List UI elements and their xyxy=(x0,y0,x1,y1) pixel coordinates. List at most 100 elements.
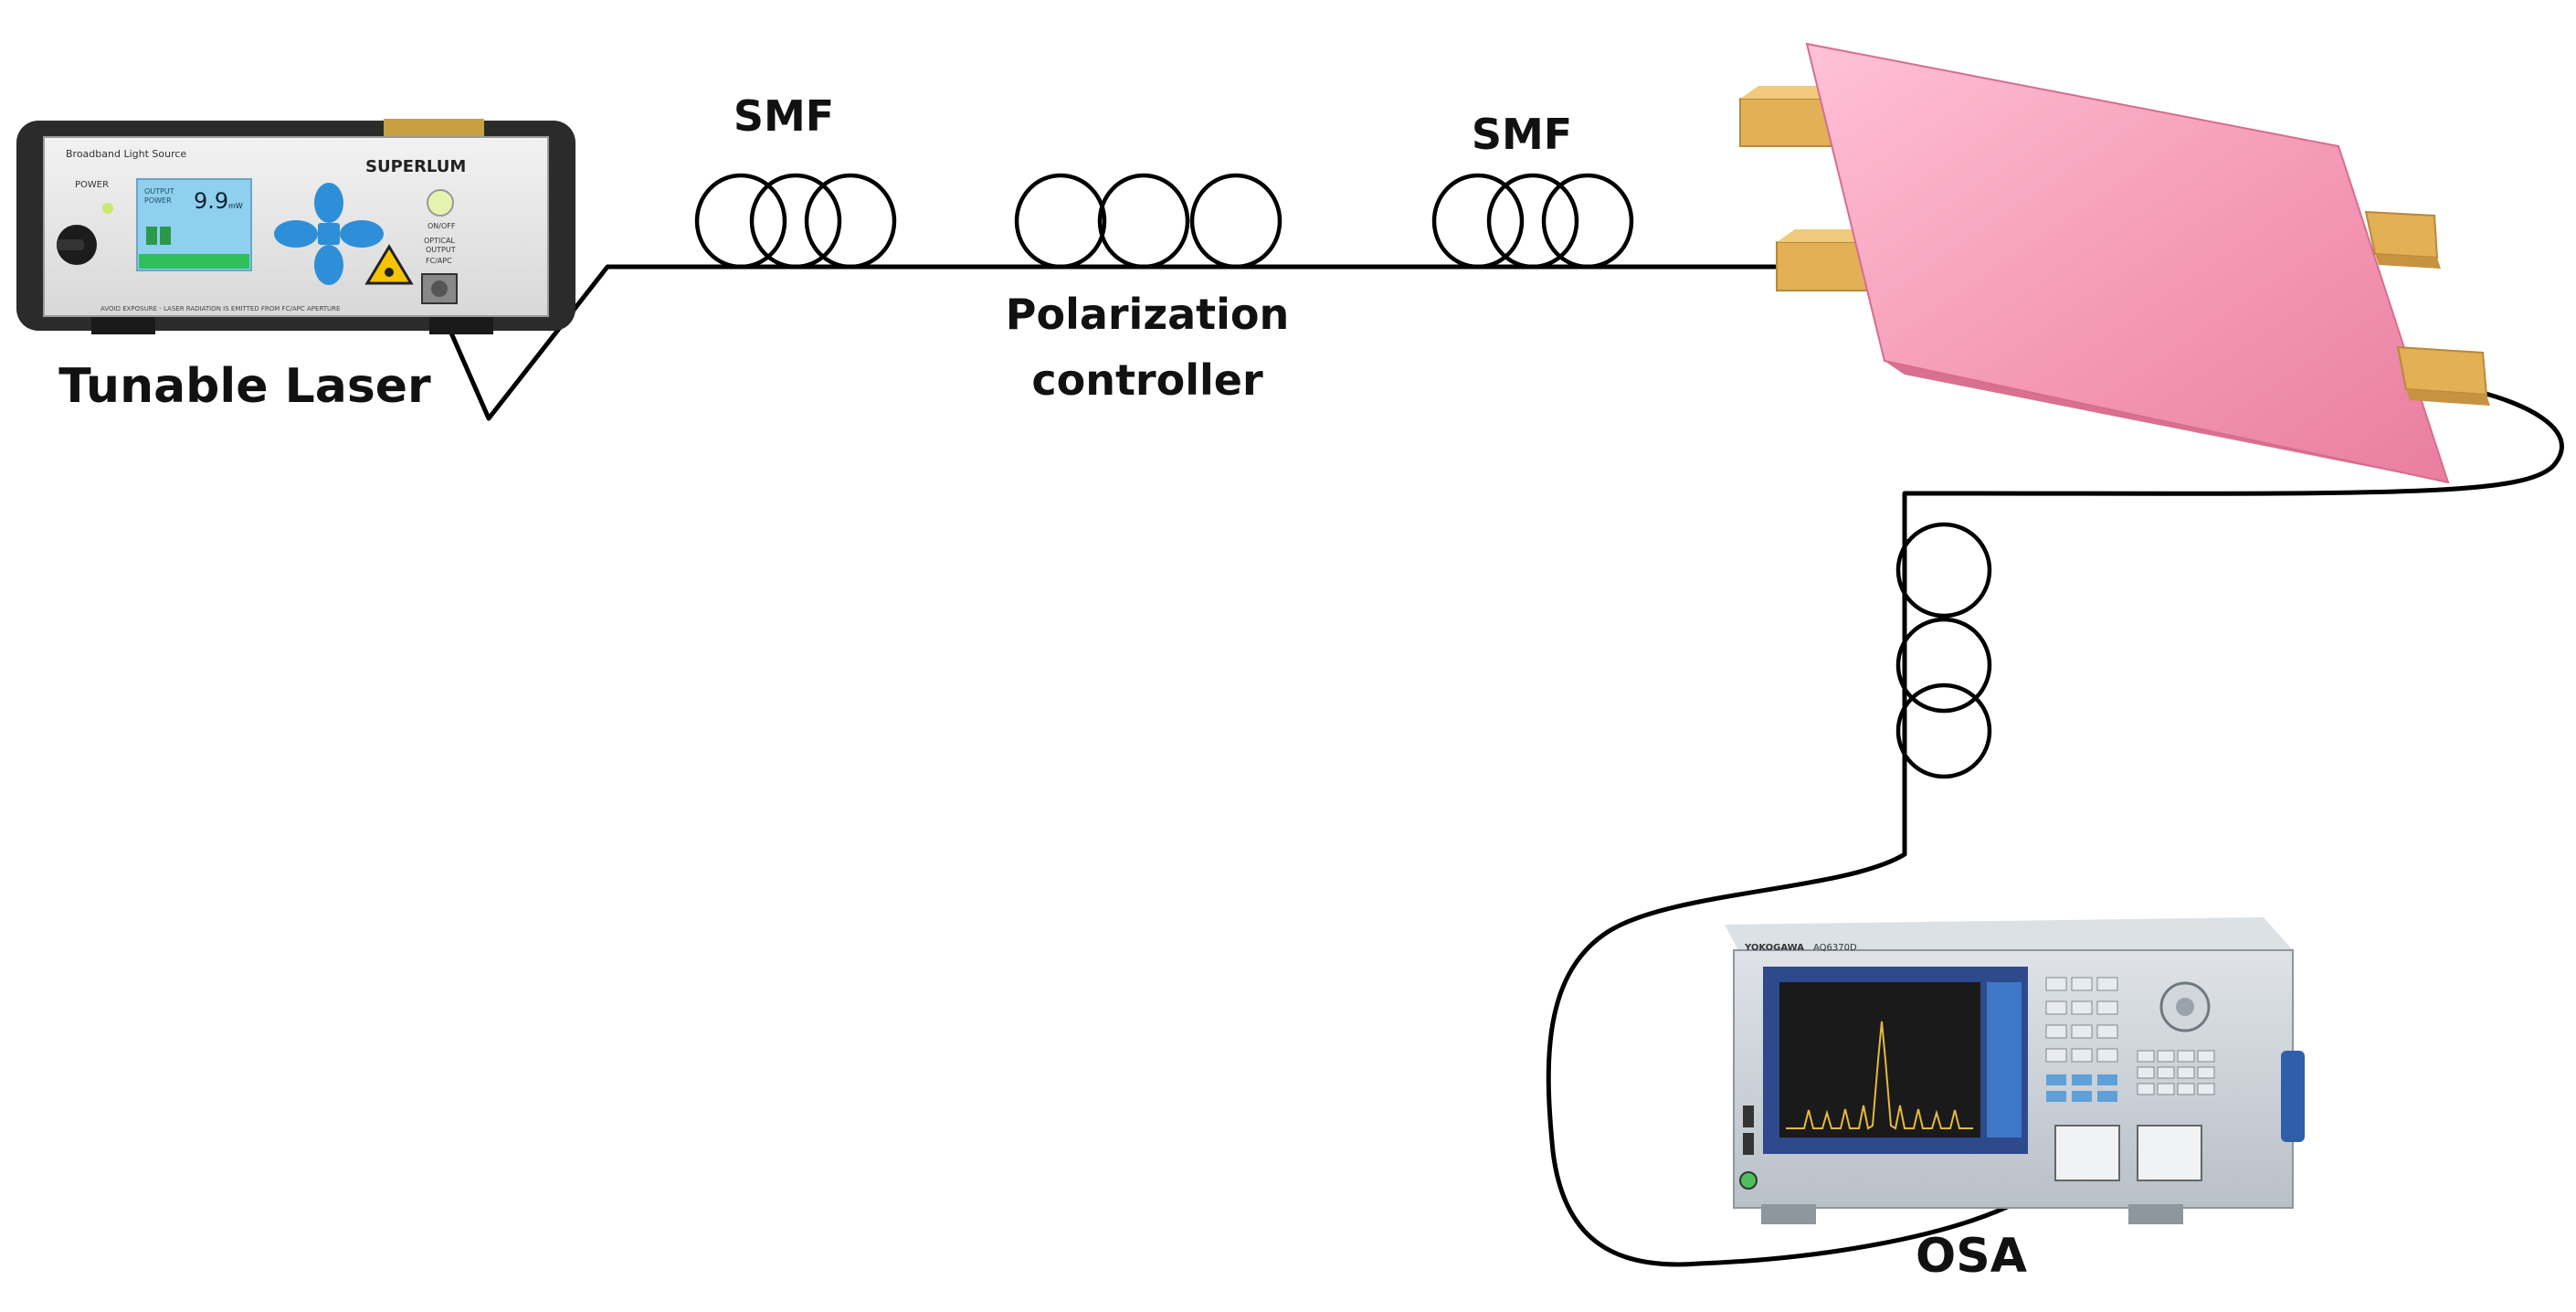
smf-label-1: SMF xyxy=(734,91,834,141)
osa-label: OSA xyxy=(1916,1229,2027,1284)
coil-loop xyxy=(1895,682,1992,779)
osa-key xyxy=(2097,1074,2117,1085)
keypad-left-icon xyxy=(274,220,318,248)
keypad-center-icon xyxy=(318,223,340,245)
pc-label-line1: Polarization xyxy=(1006,290,1290,339)
fiber-laser-output xyxy=(434,264,1026,421)
laser-warning-icon xyxy=(364,244,414,285)
laser-output-port xyxy=(431,280,448,297)
osa-key xyxy=(2137,1066,2155,1079)
coil-loop xyxy=(804,173,897,270)
laser-brand-text: SUPERLUM xyxy=(365,157,466,176)
laser-power-led xyxy=(102,203,113,214)
osa-model-text: AQ6370D xyxy=(1813,943,1857,953)
osa-key xyxy=(2177,1066,2195,1079)
pc-loop xyxy=(1014,173,1107,270)
fiber-to-osa xyxy=(1546,852,2075,1267)
osa-key xyxy=(2096,1024,2118,1039)
osa-key xyxy=(2071,977,2093,991)
laser-optical-output-label-2: OUTPUT xyxy=(426,246,456,254)
coil-loop xyxy=(1431,173,1525,270)
osa-key xyxy=(2157,1066,2175,1079)
osa-power-button xyxy=(1739,1171,1758,1190)
laser-display-status-bar xyxy=(139,254,249,269)
osa-key xyxy=(2045,1048,2067,1063)
smf-coil-3 xyxy=(1895,522,1992,779)
osa-instrument: YOKOGAWA AQ6370D xyxy=(1725,917,2305,1224)
photonic-chip xyxy=(1739,42,2490,484)
osa-key xyxy=(2096,1048,2118,1063)
osa-key xyxy=(2177,1083,2195,1095)
laser-warning-dot xyxy=(385,268,394,277)
osa-brand-text: YOKOGAWA xyxy=(1744,943,1804,953)
laser-display-value: 9.9 xyxy=(194,188,228,214)
osa-usb-port xyxy=(1743,1106,1754,1127)
osa-key xyxy=(2177,1050,2195,1063)
osa-usb-port xyxy=(1743,1133,1754,1155)
coil-loop xyxy=(694,173,787,270)
keypad-down-icon xyxy=(314,245,343,285)
osa-handle-right xyxy=(2281,1051,2305,1142)
laser-foot xyxy=(429,316,493,334)
electrode-right-bottom-side xyxy=(2406,389,2490,406)
laser-on-off-label: ON/OFF xyxy=(428,222,456,230)
osa-optical-input-bay xyxy=(2054,1125,2120,1181)
electrode-right-top-side xyxy=(2375,254,2441,269)
laser-power-label: POWER xyxy=(75,180,109,190)
laser-model-text: Broadband Light Source xyxy=(66,148,186,160)
osa-screen xyxy=(1779,982,1980,1137)
electrode-right-top xyxy=(2364,210,2439,259)
coil-loop xyxy=(1895,522,1992,619)
pc-label-line2: controller xyxy=(1031,355,1263,405)
laser-display-indicator xyxy=(160,227,171,245)
osa-side-menu xyxy=(1987,982,2022,1137)
coil-loop xyxy=(1486,173,1579,270)
osa-key xyxy=(2197,1066,2215,1079)
osa-rotary-knob-center xyxy=(2176,998,2194,1016)
osa-key xyxy=(2096,977,2118,991)
coil-loop xyxy=(1895,617,1992,714)
polarization-controller-loops xyxy=(1014,173,1283,270)
laser-display-unit: mW xyxy=(228,202,243,210)
laser-display-label-2: POWER xyxy=(144,196,172,205)
osa-key xyxy=(2046,1091,2066,1102)
laser-keypad xyxy=(274,183,384,285)
laser-power-key xyxy=(57,239,84,250)
osa-second-bay xyxy=(2137,1125,2202,1181)
osa-key xyxy=(2096,1000,2118,1015)
laser-label: Tunable Laser xyxy=(58,359,431,414)
laser-connector-label: FC/APC xyxy=(426,257,452,265)
laser-display-label-1: OUTPUT xyxy=(144,187,174,196)
laser-warning-text: AVOID EXPOSURE - LASER RADIATION IS EMIT… xyxy=(100,305,340,312)
laser-top-panel xyxy=(384,119,484,139)
smf-coil-2 xyxy=(1431,173,1634,270)
osa-key xyxy=(2045,1024,2067,1039)
osa-spectrum-trace xyxy=(1786,1021,1973,1130)
pc-loop xyxy=(1097,173,1190,270)
laser-on-off-button xyxy=(427,189,454,217)
fiber-chip-output xyxy=(1902,388,2564,857)
osa-foot xyxy=(2128,1204,2183,1224)
osa-foot xyxy=(1761,1204,1816,1224)
tunable-laser: Broadband Light Source SUPERLUM POWER OU… xyxy=(16,119,575,334)
osa-keypad xyxy=(2045,977,2215,1095)
osa-key xyxy=(2045,1000,2067,1015)
osa-key xyxy=(2157,1050,2175,1063)
osa-key xyxy=(2137,1050,2155,1063)
smf-label-2: SMF xyxy=(1472,110,1572,159)
osa-key xyxy=(2071,1048,2093,1063)
osa-key xyxy=(2197,1083,2215,1095)
osa-key xyxy=(2072,1091,2092,1102)
osa-key xyxy=(2045,977,2067,991)
osa-key xyxy=(2071,1000,2093,1015)
pc-loop xyxy=(1189,173,1283,270)
fiber-path xyxy=(434,264,2564,1267)
smf-coil-1 xyxy=(694,173,897,270)
laser-foot xyxy=(91,316,155,334)
osa-key xyxy=(2046,1074,2066,1085)
coil-loop xyxy=(1541,173,1634,270)
laser-display-indicator xyxy=(146,227,157,245)
electrode-right-bottom xyxy=(2396,345,2488,397)
